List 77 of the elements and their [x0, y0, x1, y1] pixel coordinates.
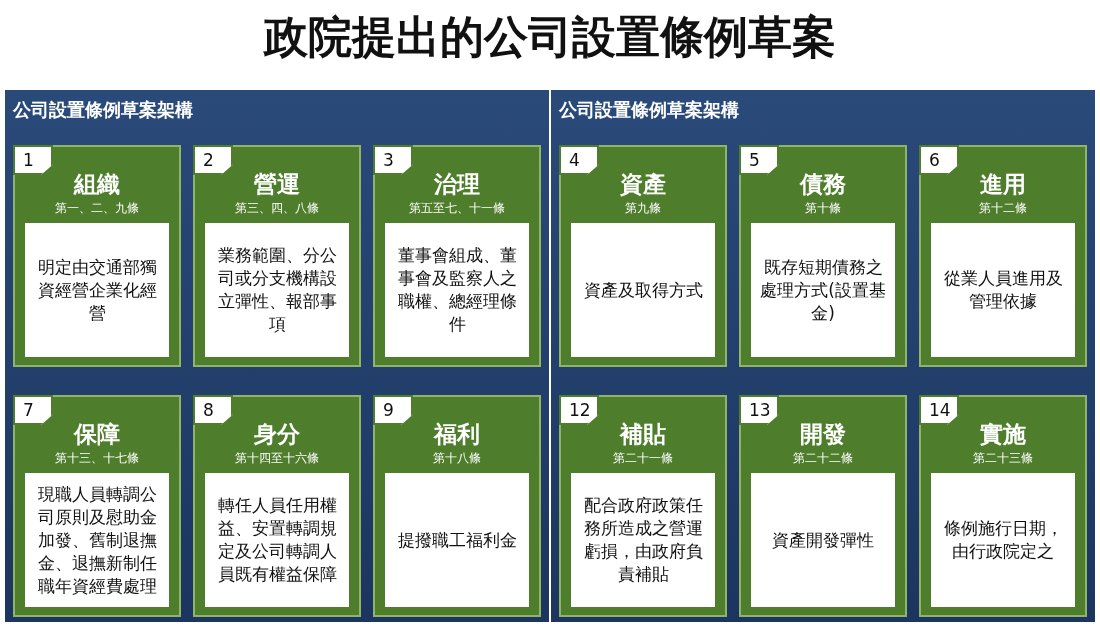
- card-title: 債務: [798, 170, 847, 199]
- number-tab: 14: [919, 395, 959, 425]
- number-tab: 13: [739, 395, 779, 425]
- card-title: 身分: [253, 420, 301, 449]
- number-tab: 4: [559, 145, 599, 175]
- topic-card: [919, 395, 1087, 617]
- content-box: [751, 223, 895, 357]
- content-box: [385, 223, 529, 357]
- content-text: 資產及取得方式: [583, 278, 703, 302]
- article-text: 第九條: [624, 200, 662, 217]
- article-text: 第十二條: [978, 200, 1028, 217]
- content-text: 提撥職工福利金: [397, 528, 517, 552]
- content-text: 條例施行日期，由行政院定之: [942, 517, 1064, 563]
- article-text: 第三、四、八條: [234, 200, 320, 217]
- content-box: [205, 473, 349, 607]
- topic-card: [559, 145, 727, 367]
- article-text: 第十八條: [432, 450, 482, 467]
- number-tab: 1: [13, 145, 53, 175]
- topic-card: [559, 395, 727, 617]
- topic-card: [193, 145, 361, 367]
- slide-panel: [551, 90, 1095, 622]
- article-text: 第十四至十六條: [234, 450, 320, 467]
- topic-card: [373, 145, 541, 367]
- card-title: 資產: [619, 170, 667, 199]
- panel-heading: 公司設置條例草案架構: [559, 98, 739, 122]
- article-text: 第十條: [804, 200, 842, 217]
- content-text: 資產開發彈性: [772, 528, 874, 552]
- number-tab: 3: [373, 145, 413, 175]
- card-title: 補貼: [618, 420, 667, 449]
- article-text: 第二十三條: [972, 450, 1034, 467]
- card-title: 營運: [253, 170, 301, 199]
- content-box: [25, 473, 169, 607]
- card-title: 進用: [979, 170, 1027, 199]
- content-box: [385, 473, 529, 607]
- topic-card: [13, 395, 181, 617]
- content-text: 既存短期債務之處理方式(設置基金): [759, 255, 887, 325]
- article-text: 第五至七、十一條: [408, 200, 506, 217]
- article-text: 第二十一條: [612, 450, 674, 467]
- number-tab: 2: [193, 145, 233, 175]
- page-title: 政院提出的公司設置條例草案: [262, 10, 837, 64]
- content-box: [931, 223, 1075, 357]
- number-tab: 5: [739, 145, 779, 175]
- topic-card: [739, 145, 907, 367]
- content-box: [25, 223, 169, 357]
- card-title: 開發: [799, 420, 847, 449]
- article-text: 第二十二條: [792, 450, 854, 467]
- content-text: 從業人員進用及管理依據: [942, 267, 1064, 313]
- content-text: 董事會組成、董事會及監察人之職權、總經理條件: [396, 244, 518, 336]
- number-tab: 7: [13, 395, 53, 425]
- content-text: 業務範圍、分公司或分支機構設立彈性、報部事項: [216, 244, 338, 336]
- content-text: 現職人員轉調公司原則及慰助金加發、舊制退撫金、退撫新制任職年資經費處理: [36, 482, 158, 598]
- content-box: [205, 223, 349, 357]
- content-text: 配合政府政策任務所造成之營運虧損，由政府負責補貼: [582, 494, 704, 586]
- content-box: [931, 473, 1075, 607]
- topic-card: [373, 395, 541, 617]
- content-text: 轉任人員任用權益、安置轉調規定及公司轉調人員既有權益保障: [216, 494, 338, 586]
- content-text: 明定由交通部獨資經營企業化經營: [36, 255, 158, 325]
- panel-heading: 公司設置條例草案架構: [13, 98, 193, 122]
- topic-card: [13, 145, 181, 367]
- card-title: 治理: [433, 170, 481, 199]
- article-text: 第十三、十七條: [54, 450, 140, 467]
- content-box: [571, 223, 715, 357]
- topic-card: [739, 395, 907, 617]
- card-title: 保障: [72, 420, 121, 449]
- number-tab: 8: [193, 395, 233, 425]
- topic-card: [919, 145, 1087, 367]
- card-title: 福利: [432, 420, 481, 449]
- topic-card: [193, 395, 361, 617]
- number-tab: 6: [919, 145, 959, 175]
- card-title: 實施: [979, 420, 1027, 449]
- article-text: 第一、二、九條: [54, 200, 140, 217]
- content-box: [751, 473, 895, 607]
- content-box: [571, 473, 715, 607]
- number-tab: 12: [559, 395, 599, 425]
- slide-panel: [5, 90, 549, 622]
- number-tab: 9: [373, 395, 413, 425]
- card-title: 組織: [72, 170, 121, 199]
